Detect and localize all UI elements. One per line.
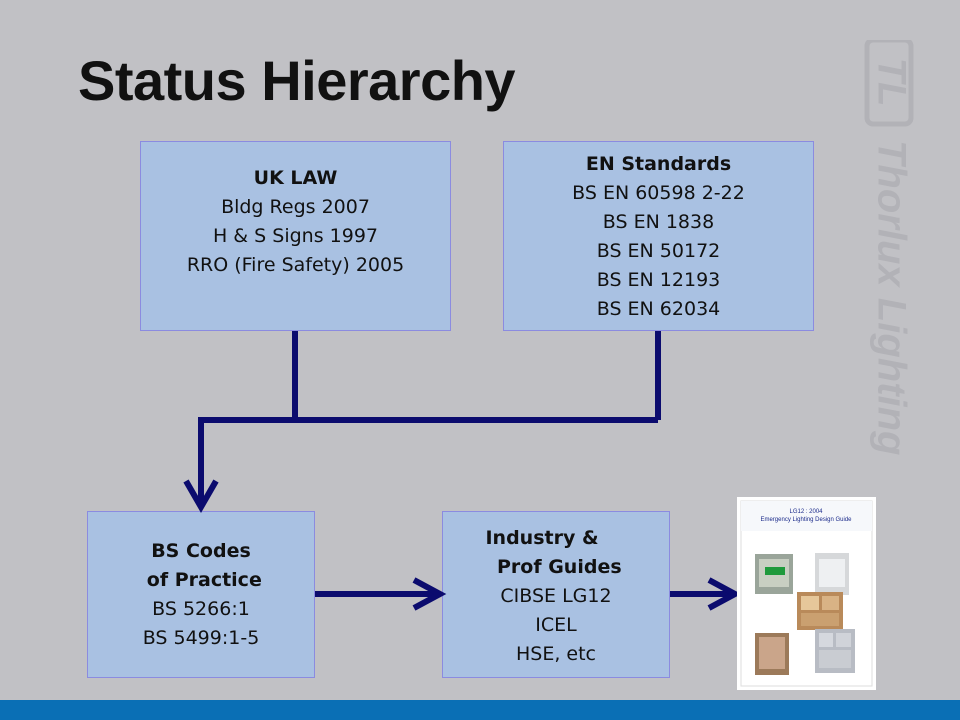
industry-guides-line: ICEL [535,614,577,636]
en-standards-line: BS EN 50172 [596,240,721,262]
thorlux-watermark-logo: TL Thorlux Lighting [864,40,914,456]
footer-bar [0,700,960,720]
industry-guides-heading: Industry & [485,527,599,549]
guide-cover-title: LG12 : 2004 [789,509,823,515]
en-standards-line: BS EN 1838 [602,211,715,233]
slide-title: Status Hierarchy [78,49,516,112]
industry-guides-heading: Prof Guides [490,556,622,578]
bs-codes-heading: of Practice [140,569,262,591]
uk-law-box: UK LAW Bldg Regs 2007 H & S Signs 1997 R… [140,141,451,331]
bs-codes-heading: BS Codes [151,540,251,562]
bs-to-industry-arrowhead [412,577,447,611]
uk-law-line: H & S Signs 1997 [212,225,379,247]
uk-law-heading: UK LAW [253,167,338,189]
industry-guides-box: Industry & Prof Guides CIBSE LG12 ICEL H… [442,511,670,678]
watermark-text: Thorlux Lighting [869,140,913,456]
en-standards-line: BS EN 60598 2-22 [572,182,745,204]
en-standards-line: BS EN 62034 [596,298,721,320]
svg-text:TL: TL [869,58,913,107]
en-standards-line: BS EN 12193 [596,269,721,291]
en-standards-box: EN Standards BS EN 60598 2-22 BS EN 1838… [503,141,814,331]
industry-to-guide-arrowhead [707,577,742,611]
guide-cover-collage [755,553,855,675]
lg12-guide-cover: LG12 : 2004 Emergency Lighting Design Gu… [737,497,876,690]
bs-codes-box: BS Codes of Practice BS 5266:1 BS 5499:1… [87,511,315,678]
en-standards-heading: EN Standards [585,153,732,175]
industry-guides-line: CIBSE LG12 [500,585,612,607]
uk-law-line: Bldg Regs 2007 [221,196,370,218]
industry-guides-line: HSE, etc [515,643,597,665]
merge-arrowhead [183,479,219,514]
merge-connector [198,417,658,505]
guide-cover-illustration: LG12 : 2004 Emergency Lighting Design Gu… [740,500,873,687]
bs-codes-line: BS 5499:1-5 [142,627,260,649]
guide-cover-subtitle: Emergency Lighting Design Guide [760,517,852,523]
uk-law-line: RRO (Fire Safety) 2005 [186,254,405,276]
bs-codes-line: BS 5266:1 [152,598,250,620]
